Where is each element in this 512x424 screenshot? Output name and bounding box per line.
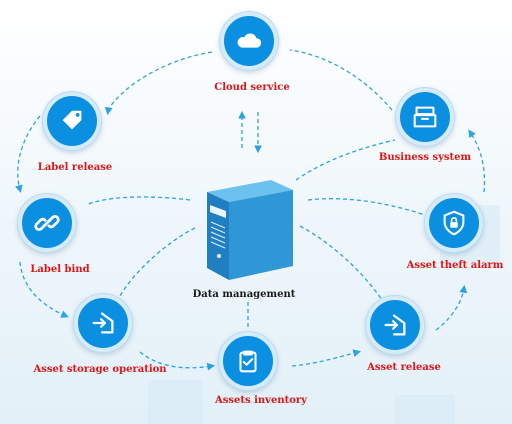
cloud-service-node[interactable] bbox=[220, 12, 278, 70]
server-icon bbox=[207, 180, 293, 280]
connector-server-to-storage bbox=[119, 227, 196, 297]
shield-lock-icon bbox=[443, 210, 465, 236]
asset-release-label: Asset release bbox=[367, 362, 441, 373]
asset-theft-alarm-label: Asset theft alarm bbox=[406, 260, 504, 271]
assets-inventory-node[interactable] bbox=[219, 332, 277, 390]
tag-icon bbox=[62, 110, 82, 130]
connector-server-to-label-bind bbox=[87, 196, 191, 205]
connector-business-to-cloud bbox=[289, 49, 393, 111]
connector-release-to-theft-alarm bbox=[435, 284, 468, 331]
cloud-icon bbox=[237, 33, 262, 48]
connector-server-to-theft-alarm bbox=[307, 198, 426, 216]
asset-storage-operation-node[interactable] bbox=[74, 294, 132, 352]
decor-square bbox=[148, 380, 203, 424]
connector-label-release-to-label-bind bbox=[15, 115, 41, 194]
asset-theft-alarm-node[interactable] bbox=[425, 194, 483, 252]
cloud-service-label: Cloud service bbox=[214, 82, 290, 93]
connector-server-to-release bbox=[299, 225, 383, 301]
connector-cloud-to-label-release bbox=[104, 51, 213, 116]
asset-storage-operation-label: Asset storage operation bbox=[33, 364, 167, 375]
data-management-label: Data management bbox=[192, 289, 296, 300]
enter-house-icon bbox=[92, 312, 114, 334]
connector-storage-to-inventory bbox=[139, 351, 216, 371]
connector-theft-alarm-to-business bbox=[468, 129, 486, 193]
assets-inventory-label: Assets inventory bbox=[215, 395, 307, 406]
link-icon bbox=[34, 215, 60, 231]
business-system-node[interactable] bbox=[396, 88, 454, 146]
connector-label-bind-to-storage bbox=[19, 261, 69, 318]
clipboard-check-icon bbox=[239, 350, 257, 373]
label-bind-node[interactable] bbox=[18, 194, 76, 252]
archive-box-icon bbox=[413, 106, 437, 128]
enter-house-icon bbox=[384, 314, 406, 336]
connector-inventory-to-release bbox=[291, 349, 362, 367]
label-release-node[interactable] bbox=[43, 92, 101, 150]
asset-release-node[interactable] bbox=[366, 296, 424, 354]
label-release-label: Label release bbox=[37, 162, 113, 173]
label-bind-label: Label bind bbox=[30, 264, 90, 275]
business-system-label: Business system bbox=[378, 152, 472, 163]
decor-square bbox=[395, 395, 455, 424]
